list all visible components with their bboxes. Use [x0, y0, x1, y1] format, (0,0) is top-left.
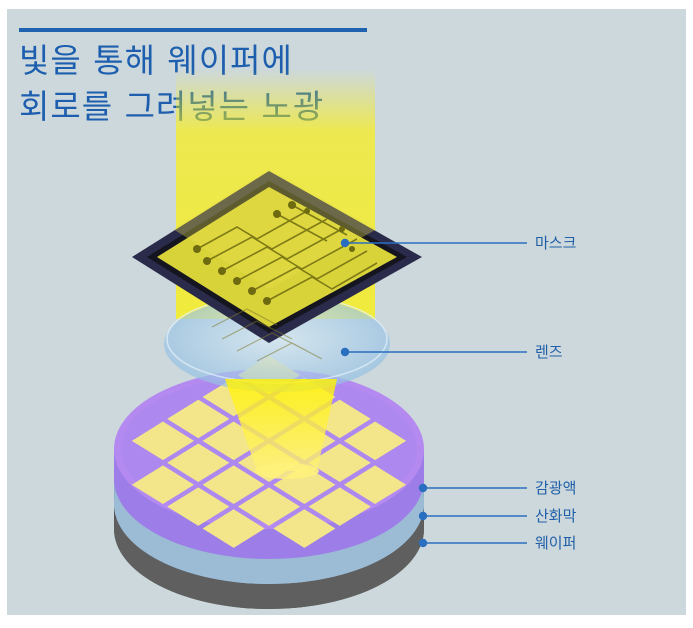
circuit-traces — [196, 204, 378, 302]
title-accent-bar — [19, 28, 367, 32]
label-oxide: 산화막 — [535, 507, 577, 525]
mask — [132, 169, 422, 343]
label-mask: 마스크 — [535, 234, 577, 252]
illustration-panel: 빛을 통해 웨이퍼에 회로를 그려넣는 노광 — [7, 9, 686, 615]
light-cone — [225, 379, 337, 471]
lens-pattern — [211, 308, 323, 362]
circuit-pads — [193, 201, 355, 305]
label-lens: 렌즈 — [535, 343, 563, 361]
label-wafer: 웨이퍼 — [535, 534, 577, 552]
leader-lines — [340, 238, 527, 548]
lithography-diagram — [114, 69, 527, 609]
label-photoresist: 감광액 — [535, 479, 577, 497]
